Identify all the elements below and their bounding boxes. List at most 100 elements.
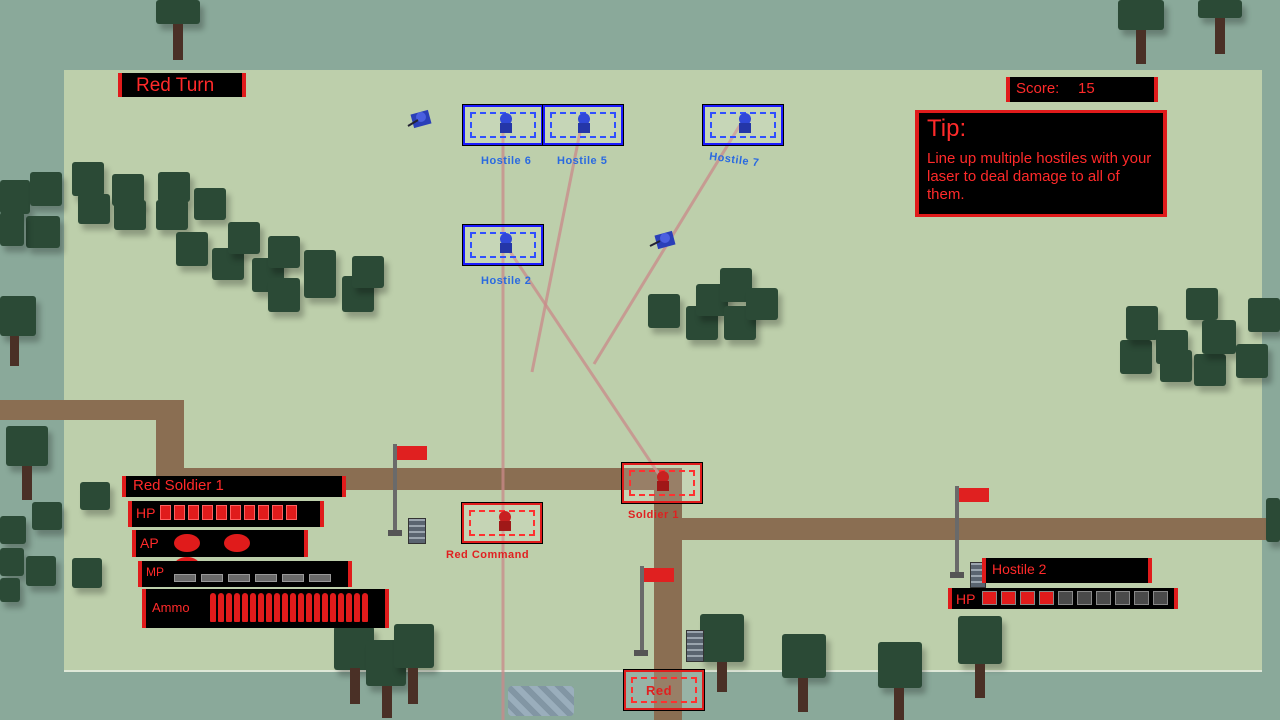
- hp-pip: [174, 505, 185, 520]
- laser-line: [530, 121, 584, 373]
- mp-pip: [255, 574, 277, 582]
- mp-label: MP: [146, 565, 164, 579]
- target-hp-bar: [982, 591, 1172, 610]
- unit-red-command[interactable]: [461, 502, 543, 544]
- unit-red-base[interactable]: Red: [623, 669, 705, 711]
- rubble: [508, 686, 574, 716]
- unit-label-hostile-2: Hostile 2: [481, 275, 532, 287]
- selected-unit-name-panel: Red Soldier 1: [122, 476, 346, 497]
- soldier-icon: [739, 113, 751, 133]
- hp-pip: [202, 505, 213, 520]
- soldier-icon: [500, 113, 512, 133]
- ap-pip: [224, 534, 250, 552]
- ammo-pip: [330, 593, 336, 622]
- target-hp-pip: [1039, 591, 1054, 605]
- target-hp-label: HP: [956, 591, 976, 607]
- mp-pip: [309, 574, 331, 582]
- unit-label-red-base: Red: [646, 683, 673, 698]
- selected-unit-ap-panel: AP: [132, 530, 308, 575]
- hp-pip: [244, 505, 255, 520]
- mp-pip: [174, 574, 196, 582]
- ammo-pip: [362, 593, 368, 622]
- soldier-icon: [500, 233, 512, 253]
- tip-text: Line up multiple hostiles with your lase…: [927, 150, 1152, 203]
- target-hp-pip: [1096, 591, 1111, 605]
- ammo-pip: [346, 593, 352, 622]
- selected-unit-ammo-panel: Ammo: [142, 589, 389, 628]
- target-hp-pip: [1077, 591, 1092, 605]
- soldier-icon: [578, 113, 590, 133]
- supply-crate-icon[interactable]: [686, 630, 704, 662]
- ammo-pip: [266, 593, 272, 622]
- tip-title: Tip:: [927, 115, 967, 142]
- ammo-label: Ammo: [152, 600, 190, 615]
- tank-icon[interactable]: [406, 106, 436, 130]
- ammo-pip: [354, 593, 360, 622]
- ammo-pip: [226, 593, 232, 622]
- unit-hostile-7[interactable]: [702, 104, 784, 146]
- ammo-pip: [210, 593, 216, 622]
- ammo-pip: [314, 593, 320, 622]
- unit-soldier-1[interactable]: [621, 462, 703, 504]
- turn-banner: Red Turn: [118, 73, 246, 97]
- score-panel: Score: 15: [1006, 77, 1158, 102]
- hp-pip: [216, 505, 227, 520]
- ammo-pip: [338, 593, 344, 622]
- hp-pip: [160, 505, 171, 520]
- hp-pip: [258, 505, 269, 520]
- ammo-pip: [290, 593, 296, 622]
- score-value: 15: [1078, 80, 1095, 97]
- target-hp-pip: [1134, 591, 1149, 605]
- target-unit-name-panel: Hostile 2: [982, 558, 1152, 583]
- mp-pip: [282, 574, 304, 582]
- target-hp-pip: [1020, 591, 1035, 605]
- target-hp-pip: [1115, 591, 1130, 605]
- hp-pip: [188, 505, 199, 520]
- ammo-pip: [298, 593, 304, 622]
- unit-label-red-command: Red Command: [446, 549, 530, 561]
- ammo-pip: [282, 593, 288, 622]
- ammo-pip: [274, 593, 280, 622]
- ammo-pip: [306, 593, 312, 622]
- unit-hostile-6[interactable]: [462, 104, 544, 146]
- target-unit-name: Hostile 2: [992, 561, 1047, 577]
- tank-icon[interactable]: [648, 226, 680, 252]
- hp-pip: [272, 505, 283, 520]
- mp-pip: [228, 574, 250, 582]
- soldier-icon: [499, 511, 511, 531]
- ammo-pip: [218, 593, 224, 622]
- ammo-pip: [242, 593, 248, 622]
- road-right-horizontal: [654, 518, 1280, 540]
- turn-banner-text: Red Turn: [136, 75, 215, 96]
- target-hp-pip: [1001, 591, 1016, 605]
- unit-label-hostile-5: Hostile 5: [557, 155, 608, 167]
- ammo-pip: [234, 593, 240, 622]
- ammo-pip: [250, 593, 256, 622]
- road-left-horizontal: [0, 400, 184, 420]
- ammo-pip: [322, 593, 328, 622]
- hp-bar: [160, 505, 300, 525]
- ammo-bar: [210, 593, 370, 627]
- mp-pip: [201, 574, 223, 582]
- target-unit-hp-panel: HP: [948, 588, 1178, 609]
- laser-line: [503, 243, 662, 477]
- hp-pip: [286, 505, 297, 520]
- hp-pip: [230, 505, 241, 520]
- unit-label-hostile-6: Hostile 6: [481, 155, 532, 167]
- soldier-icon: [657, 471, 669, 491]
- selected-unit-name: Red Soldier 1: [133, 477, 224, 494]
- supply-crate-icon[interactable]: [408, 518, 426, 544]
- unit-hostile-5[interactable]: [542, 104, 624, 146]
- hp-label: HP: [136, 505, 156, 521]
- target-hp-pip: [1153, 591, 1168, 605]
- unit-label-soldier-1: Soldier 1: [628, 509, 679, 521]
- unit-hostile-2[interactable]: [462, 224, 544, 266]
- selected-unit-mp-panel: MP: [138, 561, 352, 600]
- target-hp-pip: [1058, 591, 1073, 605]
- score-label: Score:: [1016, 80, 1060, 97]
- tip-panel: Tip: Line up multiple hostiles with your…: [915, 110, 1167, 217]
- selected-unit-hp-panel: HP: [128, 501, 324, 527]
- ap-pip: [174, 534, 200, 552]
- ammo-pip: [258, 593, 264, 622]
- ap-label: AP: [140, 535, 159, 551]
